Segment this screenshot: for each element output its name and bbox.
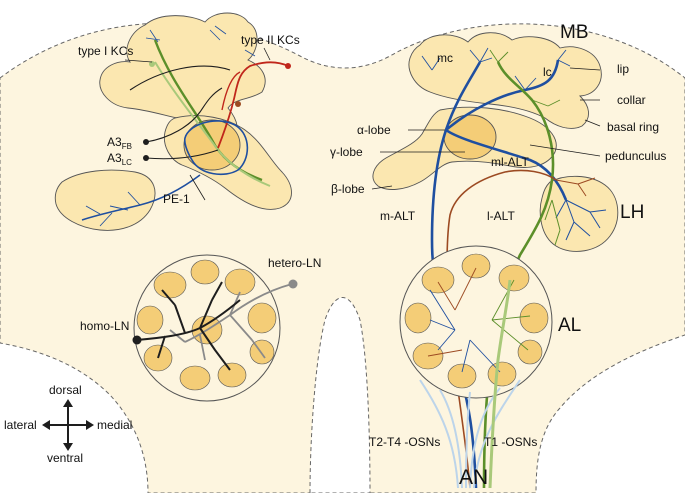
label-hetero-ln: hetero-LN <box>268 256 321 270</box>
label-a3lc: A3LC <box>107 151 132 167</box>
label-t1-osns: T1 -OSNs <box>484 435 537 449</box>
black-kc-fiber <box>129 65 231 91</box>
ml-alt-tract <box>446 169 557 489</box>
left-antennal-lobe <box>132 254 298 402</box>
right-mb-calyces <box>408 32 602 129</box>
hetero-ln-soma <box>288 279 298 289</box>
right-calyx-dendrites-green <box>489 49 561 107</box>
orientation-compass <box>42 399 94 451</box>
homo-ln-soma <box>132 335 142 345</box>
a3fb-neuron <box>145 87 223 143</box>
label-lip: lip <box>617 62 629 76</box>
leader-lines <box>124 47 601 201</box>
central-notch <box>309 297 371 494</box>
label-t2-t4-osns: T2-T4 -OSNs <box>369 435 440 449</box>
a3lc-neuron <box>145 149 219 160</box>
label-collar: collar <box>617 93 646 107</box>
label-pe1: PE-1 <box>163 192 190 206</box>
label-homo-ln: homo-LN <box>80 319 129 333</box>
label-type-ii-kcs: type II KCs <box>241 33 300 47</box>
right-mushroom-body <box>372 32 619 489</box>
lh-dendrites <box>555 199 607 241</box>
right-al-brown-dendrites <box>427 267 477 357</box>
label-medial: medial <box>97 418 132 432</box>
label-gamma-lobe: γ-lobe <box>330 145 363 159</box>
label-mc: mc <box>437 51 453 65</box>
left-mushroom-body <box>54 12 292 231</box>
t1-osn-bundle <box>488 279 512 489</box>
label-lh: LH <box>620 202 644 223</box>
left-mb-calyces <box>99 12 266 142</box>
label-ventral: ventral <box>47 451 83 465</box>
label-lateral: lateral <box>4 418 37 432</box>
homo-ln-neuron <box>136 281 241 371</box>
left-al-glomeruli <box>136 259 277 391</box>
left-ventral-lobe <box>54 169 156 231</box>
pe1-neuron <box>81 120 249 221</box>
label-al: AL <box>558 315 581 336</box>
arrow-medial <box>86 420 94 430</box>
label-l-alt: l-ALT <box>487 209 515 223</box>
label-an: AN <box>459 466 488 489</box>
label-alpha-lobe: α-lobe <box>357 123 391 137</box>
lh-dendrites-green <box>544 199 561 246</box>
right-antennal-lobe <box>399 245 553 489</box>
pe1-branches <box>85 191 141 227</box>
label-basal-ring: basal ring <box>607 120 659 134</box>
right-calyx-dendrites <box>421 47 571 91</box>
label-type-i-kcs: type I KCs <box>78 44 133 58</box>
t2-t4-osn-bundle <box>419 379 521 489</box>
left-calyx-dendrites <box>145 25 256 57</box>
label-ml-alt: ml-ALT <box>491 155 529 169</box>
label-a3fb: A3FB <box>107 135 132 151</box>
label-m-alt: m-ALT <box>380 209 416 223</box>
arrow-ventral <box>63 443 73 451</box>
right-al-glomeruli <box>404 253 549 389</box>
label-mb: MB <box>560 22 589 43</box>
lh-dendrites-red <box>555 177 596 197</box>
type-ii-kc-soma <box>285 63 291 69</box>
type-i-kc-soma <box>149 61 155 67</box>
arrow-dorsal <box>63 399 73 407</box>
a3lc-soma <box>143 155 149 161</box>
a3fb-soma <box>143 139 149 145</box>
label-lc: lc <box>543 65 552 79</box>
type-ii-kc-soma-2 <box>235 101 241 107</box>
type-ii-kc-fibers-2 <box>221 71 241 111</box>
label-dorsal: dorsal <box>49 383 82 397</box>
label-beta-lobe: β-lobe <box>331 182 365 196</box>
arrow-lateral <box>42 420 50 430</box>
right-al-pn-dendrites <box>429 289 501 373</box>
type-ii-kc-fibers <box>217 61 289 149</box>
label-pedunculus: pedunculus <box>605 149 666 163</box>
